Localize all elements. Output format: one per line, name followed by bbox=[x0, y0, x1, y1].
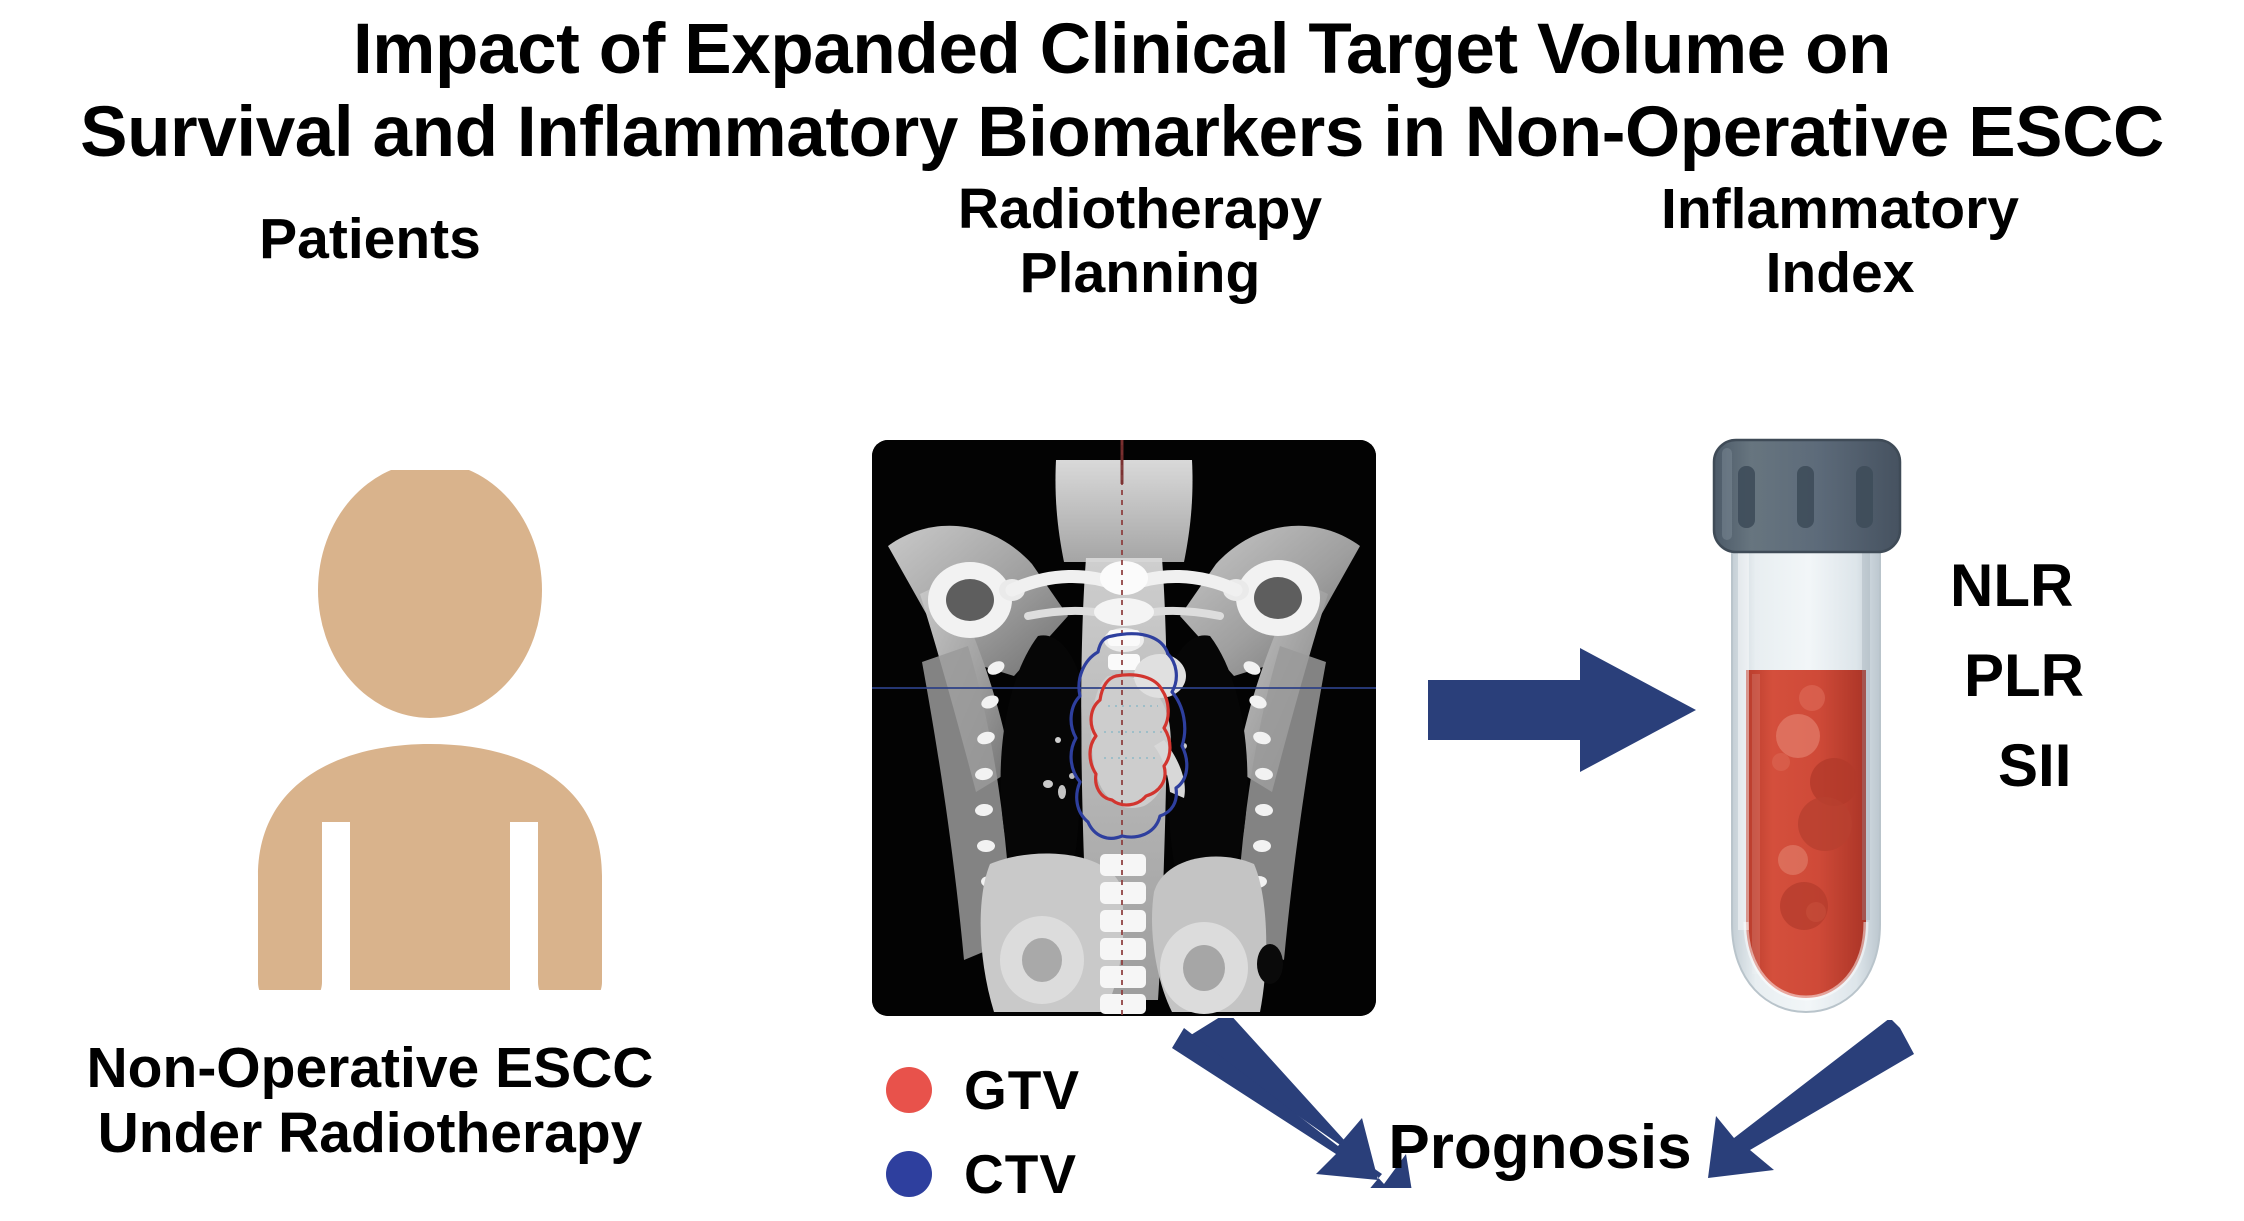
patient-person-icon bbox=[220, 462, 640, 1010]
infl-heading-line-2: Index bbox=[1765, 240, 1915, 305]
prognosis-label: Prognosis bbox=[1388, 1113, 1692, 1182]
ct-contour-legend: GTV CTV bbox=[886, 1048, 1080, 1216]
arrow-right-icon bbox=[1428, 642, 1696, 778]
patient-caption-line-2: Under Radiotherapy bbox=[97, 1100, 643, 1165]
title-line-1: Impact of Expanded Clinical Target Volum… bbox=[352, 10, 1892, 89]
marker-plr: PLR bbox=[1964, 642, 2084, 709]
legend-label-gtv: GTV bbox=[964, 1059, 1081, 1121]
page-title: Impact of Expanded Clinical Target Volum… bbox=[0, 8, 2244, 174]
legend-label-ctv: CTV bbox=[964, 1143, 1077, 1205]
patients-heading: Patients bbox=[259, 207, 481, 271]
gtv-color-dot bbox=[886, 1067, 932, 1113]
arrow-down-right-icon bbox=[1170, 1012, 1450, 1204]
legend-item-gtv: GTV bbox=[886, 1048, 1080, 1132]
rt-heading-line-1: Radiotherapy bbox=[957, 177, 1323, 241]
legend-item-ctv: CTV bbox=[886, 1132, 1080, 1216]
inflammatory-marker-list: NLR PLR SII bbox=[1950, 556, 2230, 796]
ctv-color-dot bbox=[886, 1151, 932, 1197]
inflammatory-index-heading: Inflammatory Index bbox=[1560, 177, 2120, 306]
patient-caption-line-1: Non-Operative ESCC bbox=[86, 1036, 654, 1100]
arrow-down-left-icon bbox=[1664, 1018, 1914, 1180]
marker-nlr: NLR bbox=[1950, 552, 2074, 619]
marker-sii: SII bbox=[1998, 732, 2072, 799]
rt-heading-line-2: Planning bbox=[1019, 240, 1261, 305]
title-line-2: Survival and Inflammatory Biomarkers in … bbox=[80, 93, 2164, 173]
coronal-ct-thorax-scan bbox=[872, 440, 1376, 1016]
blood-collection-tube bbox=[1666, 436, 1946, 1020]
infl-heading-line-1: Inflammatory bbox=[1661, 177, 2019, 241]
patient-caption: Non-Operative ESCC Under Radiotherapy bbox=[20, 1036, 720, 1166]
radiotherapy-planning-heading: Radiotherapy Planning bbox=[860, 177, 1420, 306]
